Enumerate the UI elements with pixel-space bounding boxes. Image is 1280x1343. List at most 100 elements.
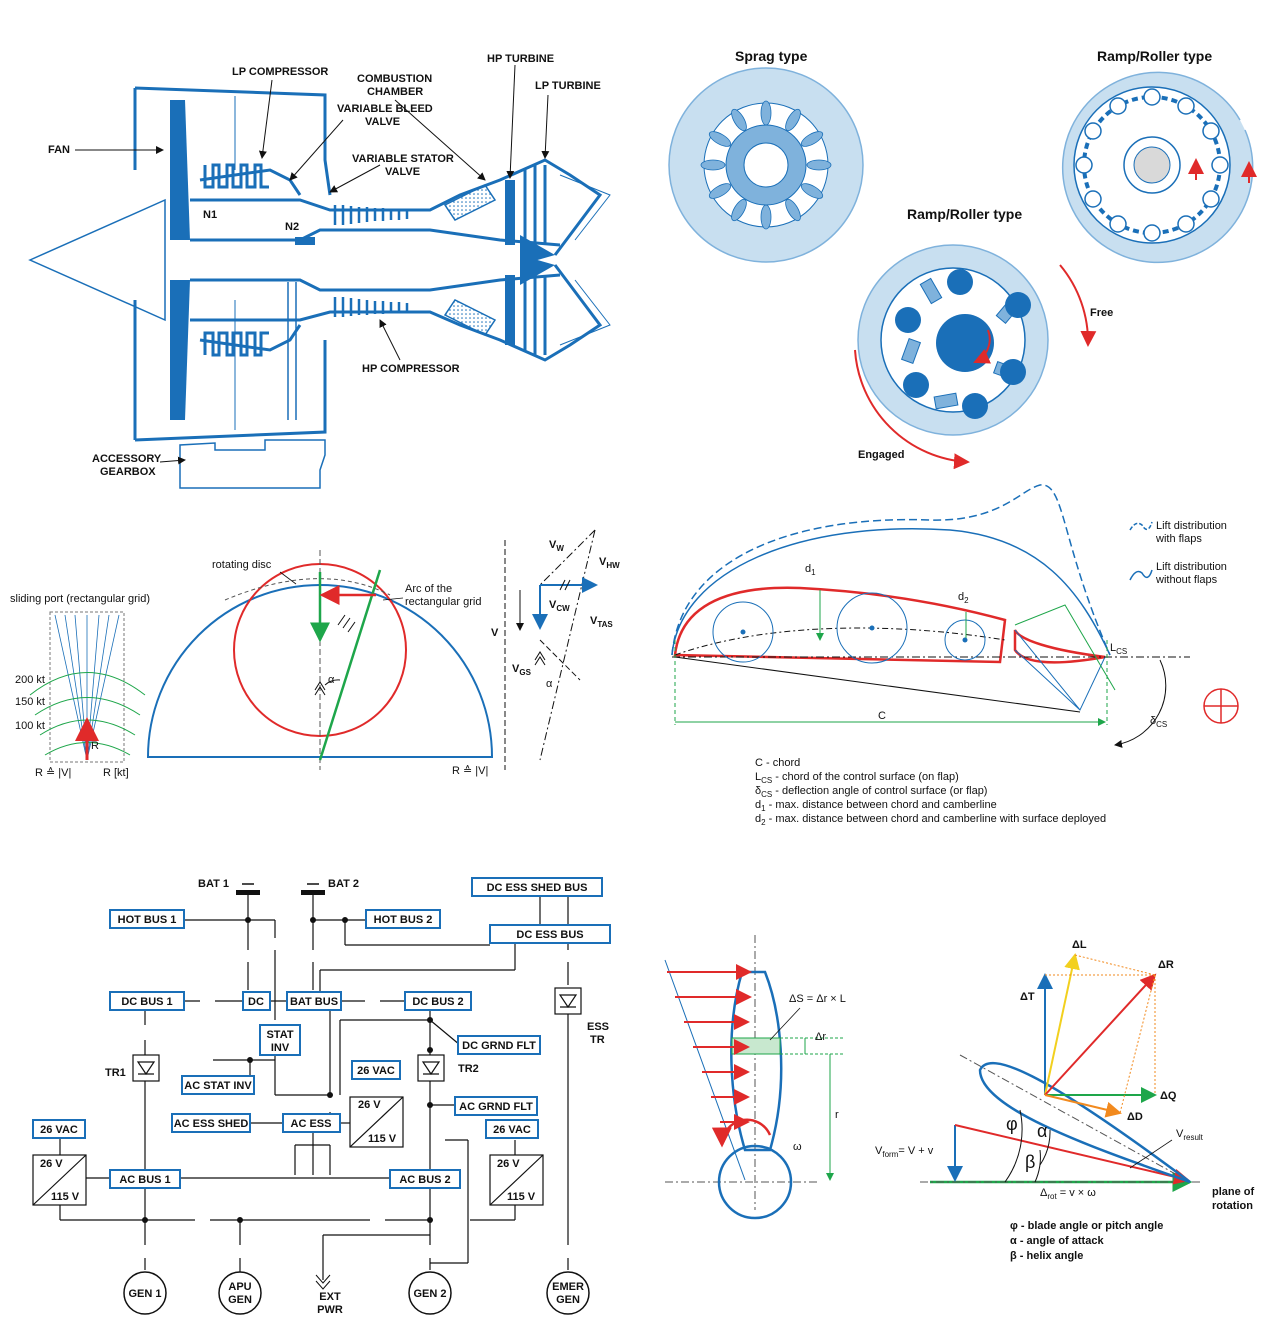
- hp-turbine-label: HP TURBINE: [487, 53, 554, 65]
- arc-label-2: rectangular grid: [405, 596, 481, 608]
- beta-symbol: β: [1025, 1152, 1035, 1172]
- hp-compressor-label: HP COMPRESSOR: [362, 363, 460, 375]
- ac-bus-1: AC BUS 1: [119, 1174, 170, 1186]
- drot-label: Δrot = v × ω: [1040, 1187, 1096, 1201]
- fan-label: FAN: [48, 144, 70, 156]
- free-label: Free: [1090, 307, 1113, 319]
- turbofan-engine-diagram: LP COMPRESSOR COMBUSTION CHAMBER HP TURB…: [28, 53, 611, 489]
- v115-left: 115 V: [51, 1191, 80, 1203]
- hot-bus-1: HOT BUS 1: [118, 914, 177, 926]
- one-way-clutch-diagrams: Sprag type Ramp/Roller type Ramp/Roller …: [668, 48, 1257, 470]
- def-alpha: α - angle of attack: [1010, 1235, 1104, 1247]
- bat1-label: BAT 1: [198, 878, 229, 890]
- tr2-label: TR2: [458, 1063, 479, 1075]
- d2-label: d2: [958, 591, 969, 605]
- dt-label: ΔT: [1020, 991, 1035, 1003]
- kt150-label: 150 kt: [15, 696, 45, 708]
- ess-tr-2: TR: [590, 1034, 605, 1046]
- r-small-label: R: [91, 740, 99, 752]
- omega-label: ω: [793, 1141, 802, 1153]
- bat2-label: BAT 2: [328, 878, 359, 890]
- dcs-label: δCS: [1150, 715, 1167, 729]
- emer-gen-1: EMER: [552, 1281, 584, 1293]
- apu-gen-2: GEN: [228, 1294, 252, 1306]
- vtas-label: VTAS: [590, 615, 613, 629]
- apu-gen-1: APU: [228, 1281, 251, 1293]
- r-kt-label: R [kt]: [103, 767, 129, 779]
- dc-ess-bus: DC ESS BUS: [516, 929, 583, 941]
- ds-label: ΔS = Δr × L: [789, 993, 846, 1005]
- combustion-label-2: CHAMBER: [367, 86, 423, 98]
- v-label: V: [491, 627, 499, 639]
- gen1-label: GEN 1: [128, 1288, 161, 1300]
- ac-ess-shed: AC ESS SHED: [174, 1118, 249, 1130]
- lcs-label: LCS: [1110, 642, 1127, 656]
- def-lcs: LCS - chord of the control surface (on f…: [755, 771, 959, 785]
- ext-pwr-1: EXT: [319, 1291, 341, 1303]
- legend-noflaps-1: Lift distribution: [1156, 561, 1227, 573]
- bat-bus: BAT BUS: [290, 996, 338, 1008]
- plane-label-1: plane of: [1212, 1186, 1255, 1198]
- n1-label: N1: [203, 209, 217, 221]
- engaged-label: Engaged: [858, 449, 904, 461]
- blade-element-diagram: ΔS = Δr × L Δr r ω: [664, 935, 846, 1220]
- electrical-system-schematic: BAT 1 BAT 2: [32, 877, 611, 1316]
- n2-label: N2: [285, 221, 299, 233]
- def-beta: β - helix angle: [1010, 1250, 1083, 1262]
- dc-bus-1: DC BUS 1: [121, 996, 172, 1008]
- vw-label: VW: [549, 539, 564, 553]
- v26-right: 26 V: [497, 1158, 520, 1170]
- tr1-label: TR1: [105, 1067, 126, 1079]
- combustion-label-1: COMBUSTION: [357, 73, 432, 85]
- emer-gen-2: GEN: [556, 1294, 580, 1306]
- kt200-label: 200 kt: [15, 674, 45, 686]
- def-d2: d2 - max. distance between chord and cam…: [755, 813, 1106, 827]
- airfoil-flap-diagram: d1 d2 LCS C δCS Lift distribution with f…: [671, 484, 1239, 827]
- dr-force-label: ΔR: [1158, 959, 1174, 971]
- dd-label: ΔD: [1127, 1111, 1143, 1123]
- def-dcs: δCS - deflection angle of control surfac…: [755, 785, 987, 799]
- ac-stat-inv: AC STAT INV: [184, 1080, 252, 1092]
- ac-bus-2: AC BUS 2: [399, 1174, 450, 1186]
- r-left-label: R ≙ |V|: [35, 767, 71, 779]
- c-label: C: [878, 710, 886, 722]
- stat-inv-1: STAT: [266, 1029, 293, 1041]
- ramp-title-mid: Ramp/Roller type: [907, 206, 1022, 222]
- def-phi: φ - blade angle or pitch angle: [1010, 1220, 1163, 1232]
- lp-turbine-label: LP TURBINE: [535, 80, 601, 92]
- ramp-title-right: Ramp/Roller type: [1097, 48, 1212, 64]
- v115-mid: 115 V: [368, 1133, 397, 1145]
- alpha-symbol: α: [1037, 1121, 1047, 1141]
- arc-label-1: Arc of the: [405, 583, 452, 595]
- bleed-valve-label-2: VALVE: [365, 116, 400, 128]
- ext-pwr-2: PWR: [317, 1304, 343, 1316]
- stator-valve-label-1: VARIABLE STATOR: [352, 153, 454, 165]
- vresult-label: Vresult: [1176, 1128, 1204, 1142]
- sprag-title: Sprag type: [735, 48, 808, 64]
- dc-bus-2: DC BUS 2: [412, 996, 463, 1008]
- lp-compressor-label: LP COMPRESSOR: [232, 66, 328, 78]
- nav-alpha: α: [328, 674, 335, 686]
- legend-flaps-2: with flaps: [1155, 533, 1202, 545]
- d1-label: d1: [805, 563, 816, 577]
- dc-tie-label: DC: [248, 996, 264, 1008]
- vform-label: Vform= V + v: [875, 1145, 934, 1159]
- ac-grnd-flt: AC GRND FLT: [459, 1101, 533, 1113]
- stat-inv-2: INV: [271, 1042, 290, 1054]
- v26-left: 26 V: [40, 1158, 63, 1170]
- gearbox-label-1: ACCESSORY: [92, 453, 162, 465]
- plane-label-2: rotation: [1212, 1200, 1253, 1212]
- vac26-right: 26 VAC: [493, 1124, 531, 1136]
- def-chord: C - chord: [755, 757, 800, 769]
- legend-noflaps-2: without flaps: [1155, 574, 1218, 586]
- stator-valve-label-2: VALVE: [385, 166, 420, 178]
- v26-mid: 26 V: [358, 1099, 381, 1111]
- blade-force-vectors-diagram: ΔL ΔR ΔT ΔQ ΔD φ α β Vresult Vform= V + …: [875, 939, 1255, 1262]
- nav-alpha-2: α: [546, 678, 553, 690]
- vac26-left: 26 VAC: [40, 1124, 78, 1136]
- dq-label: ΔQ: [1160, 1090, 1177, 1102]
- vgs-label: VGS: [512, 663, 532, 677]
- dl-label: ΔL: [1072, 939, 1087, 951]
